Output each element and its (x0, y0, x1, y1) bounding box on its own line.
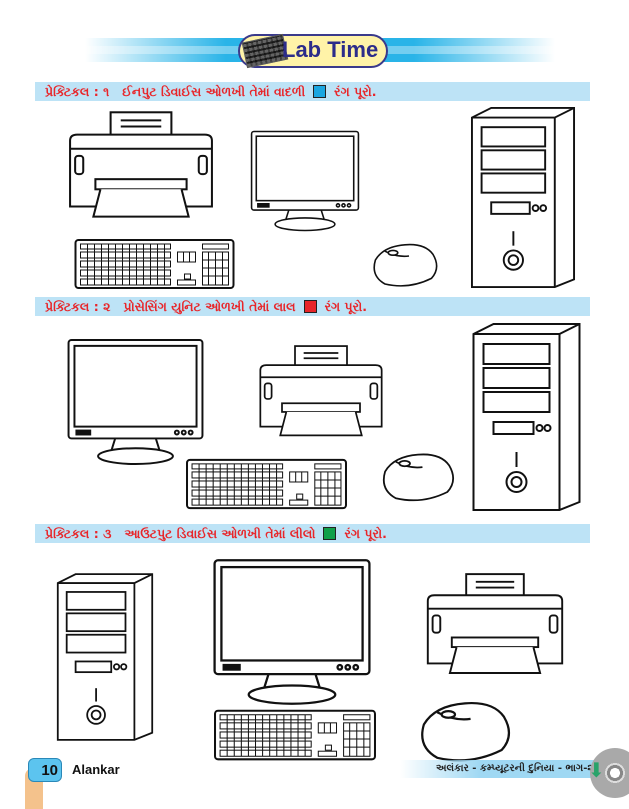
keyboard-drawing (186, 458, 347, 510)
practical-3-text: પ્રેક્ટિકલ : ૩ આઉટપુટ ડિવાઈસ ઓળખી તેમાં … (45, 525, 316, 541)
mouse-drawing (373, 243, 438, 287)
arrow-down-icon: ⬇ (588, 758, 605, 782)
practical-1-suffix: રંગ પૂરો. (334, 83, 377, 99)
printer-drawing (426, 572, 564, 675)
cpu-tower-drawing (470, 106, 576, 289)
practical-2-text: પ્રેક્ટિકલ : ૨ પ્રોસેસિંગ યુનિટ ઓળખી તેમ… (45, 298, 296, 314)
cpu-tower-drawing (56, 573, 154, 741)
printer-drawing (259, 345, 383, 437)
blue-swatch (313, 85, 327, 98)
practical-1-heading: પ્રેક્ટિકલ : ૧ ઈનપુટ ડિવાઈસ ઓળખી તેમાં વ… (35, 82, 590, 101)
cd-icon (590, 748, 629, 798)
brand-logo: Alankar (72, 762, 120, 777)
monitor-drawing (213, 559, 371, 705)
keyboard-drawing (74, 239, 235, 289)
page-number: 10 (28, 758, 62, 782)
practical-2-heading: પ્રેક્ટિકલ : ૨ પ્રોસેસિંગ યુનિટ ઓળખી તેમ… (35, 297, 590, 316)
green-swatch (323, 527, 337, 540)
page-title: Lab Time (282, 37, 379, 62)
book-title: અલંકાર - કમ્પ્યૂટરની દુનિયા - ભાગ-૨ (436, 763, 594, 774)
printer-drawing (69, 111, 213, 218)
footer-banner (400, 760, 600, 778)
practical-3-heading: પ્રેક્ટિકલ : ૩ આઉટપુટ ડિવાઈસ ઓળખી તેમાં … (35, 524, 590, 543)
keyboard-drawing (214, 709, 376, 761)
practical-1-text: પ્રેક્ટિકલ : ૧ ઈનપુટ ડિવાઈસ ઓળખી તેમાં વ… (45, 83, 306, 99)
cpu-tower-drawing (472, 322, 581, 512)
mouse-drawing (420, 701, 511, 762)
practical-2-suffix: રંગ પૂરો. (324, 298, 367, 314)
red-swatch (303, 300, 317, 313)
mouse-drawing (382, 453, 455, 502)
monitor-drawing (250, 130, 360, 232)
monitor-drawing (67, 338, 204, 466)
practical-3-suffix: રંગ પૂરો. (344, 525, 387, 541)
